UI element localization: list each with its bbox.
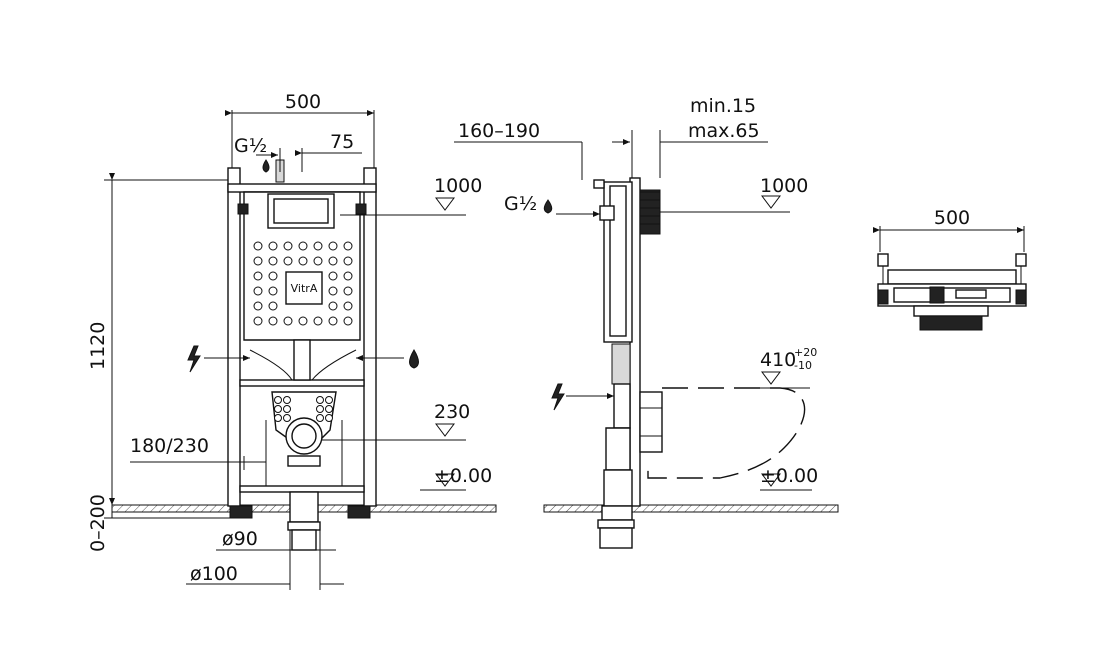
front-bracket-spacing: 180/230 [130, 435, 209, 457]
front-height-dim: 1120 [87, 322, 109, 370]
panel-dot [343, 301, 353, 311]
water-drop-icon-3 [543, 199, 553, 214]
front-flush-height: 1000 [434, 175, 482, 197]
panel-dot [253, 316, 263, 326]
drain-dot [325, 405, 333, 413]
panel-dot [298, 241, 308, 251]
logo-text: VitrA [291, 282, 318, 295]
panel-dot [268, 256, 278, 266]
drain-dot [283, 405, 291, 413]
front-pipe-inner: ø90 [222, 528, 258, 550]
electric-icon [187, 345, 201, 373]
drain-dot [274, 405, 282, 413]
drain-dot [274, 414, 282, 422]
panel-dot [253, 286, 263, 296]
panel-dot [268, 316, 278, 326]
panel-dot [253, 271, 263, 281]
front-pipe-outer: ø100 [190, 563, 238, 585]
side-flush-height: 1000 [760, 175, 808, 197]
panel-dot [343, 241, 353, 251]
panel-dot [313, 241, 323, 251]
side-wall-max: max.65 [688, 120, 760, 142]
panel-dot [298, 316, 308, 326]
drain-dots [274, 396, 333, 422]
panel-dot [328, 286, 338, 296]
panel-dot [328, 301, 338, 311]
panel-dot [283, 316, 293, 326]
water-drop-icon [262, 159, 270, 173]
front-floor-level: ±0.00 [434, 465, 492, 487]
panel-dot [283, 256, 293, 266]
panel-dot [343, 286, 353, 296]
panel-dot [343, 316, 353, 326]
panel-dot [343, 256, 353, 266]
panel-dot [328, 256, 338, 266]
panel-dot [253, 301, 263, 311]
side-wall-min: min.15 [690, 95, 756, 117]
front-offset-dim: 75 [330, 131, 354, 153]
drain-dot [283, 396, 291, 404]
top-view: 500 [873, 207, 1027, 331]
cistern-panel-pattern [253, 241, 353, 326]
water-drop-icon-2 [409, 349, 419, 369]
panel-dot [343, 271, 353, 281]
front-supply-label: G½ [234, 135, 267, 157]
electric-icon-2 [551, 383, 565, 411]
front-view: VitrA 500 G½ 75 [87, 91, 497, 590]
panel-dot [268, 301, 278, 311]
panel-dot [253, 241, 263, 251]
panel-dot [313, 256, 323, 266]
front-adjust-range: 0–200 [87, 494, 109, 552]
side-bowl-height: 410 [760, 349, 796, 371]
panel-dot [253, 256, 263, 266]
side-bowl-tol-minus: -10 [794, 359, 812, 372]
side-supply-label: G½ [504, 193, 537, 215]
drain-dot [316, 414, 324, 422]
drain-dot [316, 405, 324, 413]
drain-dot [283, 414, 291, 422]
panel-dot [328, 271, 338, 281]
top-width-dim: 500 [934, 207, 970, 229]
panel-dot [268, 241, 278, 251]
panel-dot [268, 286, 278, 296]
floor-side [543, 504, 839, 513]
side-depth-range: 160–190 [458, 120, 540, 142]
drain-dot [325, 396, 333, 404]
panel-dot [268, 271, 278, 281]
panel-dot [328, 316, 338, 326]
panel-dot [313, 316, 323, 326]
panel-dot [298, 256, 308, 266]
panel-dot [328, 241, 338, 251]
panel-dot [283, 241, 293, 251]
drain-dot [274, 396, 282, 404]
side-bowl-tol-plus: +20 [794, 346, 817, 359]
drain-dot [325, 414, 333, 422]
side-floor-level: ±0.00 [760, 465, 818, 487]
front-drain-height: 230 [434, 401, 470, 423]
front-width-dim: 500 [285, 91, 321, 113]
drain-dot [316, 396, 324, 404]
side-view: 160–190 min.15 max.65 G½ 1000 410 +20 -1… [454, 95, 839, 549]
